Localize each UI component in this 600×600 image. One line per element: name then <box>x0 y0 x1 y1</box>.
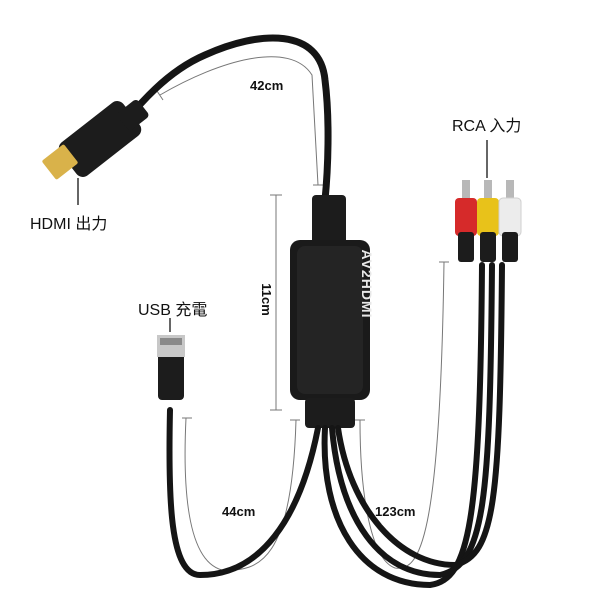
usb-cable-length: 44cm <box>222 504 256 519</box>
callout-pointers <box>77 140 488 332</box>
usb-power-label: USB 充電 <box>138 302 208 319</box>
rca-input-label: RCA 入力 <box>452 118 522 135</box>
hdmi-output-label: HDMI 出力 <box>30 216 108 233</box>
lower-cables <box>166 262 505 589</box>
rca-yellow-plug <box>477 180 499 262</box>
hdmi-plug <box>42 99 149 180</box>
rca-cable-length: 123cm <box>375 504 416 519</box>
usb-plug <box>157 335 185 400</box>
hdmi-cable-length: 42cm <box>250 78 284 93</box>
converter-box <box>290 195 370 428</box>
rca-white-plug <box>498 180 522 262</box>
device-marking: AV2HDMI <box>359 249 375 319</box>
converter-length: 11cm <box>258 283 274 316</box>
hdmi-cable <box>101 34 332 204</box>
rca-plugs <box>455 180 522 262</box>
rca-red-plug <box>455 180 477 262</box>
